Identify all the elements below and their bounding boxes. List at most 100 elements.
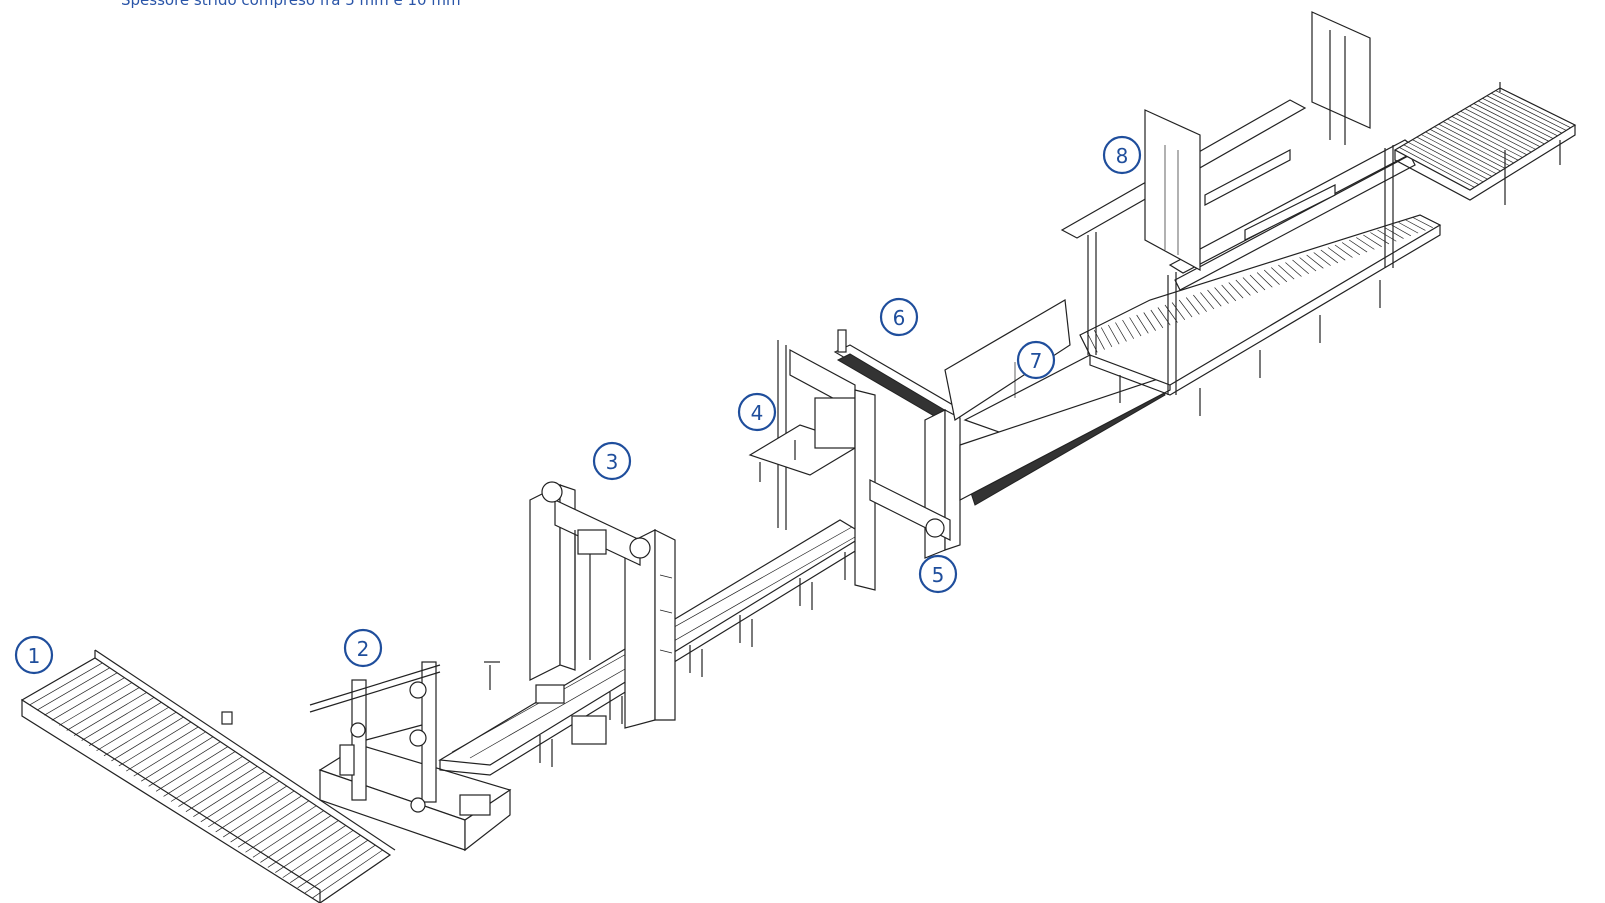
drawing-line [44,672,118,716]
drawing-line [1363,234,1382,247]
drawing-line [88,702,162,746]
drawing-line [1228,282,1244,299]
drawing-line [1100,327,1113,348]
drawing-line [1403,144,1479,185]
drawing-line [1434,126,1510,166]
pick-and-place-gantry [1060,11,1420,395]
svg-text:2: 2 [357,637,370,661]
drawing-line [1491,92,1567,131]
drawing-line [96,706,169,752]
drawing-line [1136,314,1149,334]
drawing-line [170,756,243,802]
drawing-line [1200,292,1215,310]
drawing-line [1143,312,1156,331]
drawing-line [1263,269,1280,285]
drawing-line [1242,277,1258,293]
drawing-line [1477,100,1554,139]
drawing-line [237,800,310,848]
drawing-line [51,677,125,721]
drawing-line [1398,222,1419,234]
drawing-line [1348,239,1368,253]
outfeed-conveyor [1393,82,1577,205]
drawing-line [111,716,184,762]
drawing-line [1122,319,1135,339]
drawing-line [1327,247,1346,261]
drawing-line [1178,299,1193,318]
drawing-line [297,839,369,889]
drawing-line [103,711,177,757]
drawing-line [1416,136,1493,177]
drawing-line [126,726,199,772]
callout-5: 5 [918,554,958,594]
drawing-line [290,835,361,883]
drawing-line [230,795,302,843]
drawing-line [222,790,295,838]
drawing-line [1460,110,1536,150]
drawing-line [1473,103,1549,142]
drawing-line [1356,237,1375,250]
drawing-line [215,785,287,833]
drawing-line [185,766,258,812]
svg-text:6: 6 [893,306,906,330]
drawing-line [1341,242,1360,256]
strapping-unit [309,661,512,852]
drawing-line [319,854,391,903]
main-roller-conveyor [1079,214,1442,416]
drawing-line [208,780,280,828]
drawing-line [178,761,251,807]
drawing-line [1407,141,1484,183]
svg-text:7: 7 [1030,349,1043,373]
drawing-line [1469,105,1545,145]
sloped-table [944,299,1172,506]
callout-6: 6 [879,297,919,337]
drawing-line [1495,90,1571,129]
drawing-line [1482,98,1558,137]
drawing-line [312,849,383,899]
drawing-line [1394,149,1471,191]
drawing-line [304,844,376,894]
drawing-line [1285,262,1302,277]
drawing-line [1306,254,1324,269]
drawing-line [1256,272,1273,288]
callout-3: 3 [592,441,632,481]
drawing-line [59,682,133,726]
drawing-line [1271,267,1288,283]
drawing-line [1313,252,1331,266]
drawing-line [1108,324,1120,345]
drawing-line [1278,264,1295,280]
drawing-line [1419,214,1441,226]
callout-7: 7 [1016,340,1056,380]
drawing-line [1456,113,1532,153]
drawing-line [1391,224,1412,237]
drawing-line [21,657,96,701]
drawing-line [1115,322,1127,342]
drawing-line [1442,121,1519,161]
callout-8: 8 [1102,135,1142,175]
drawing-line [118,721,192,767]
drawing-line [1438,123,1514,164]
drawing-line [1421,134,1497,175]
svg-text:3: 3 [606,450,619,474]
svg-text:8: 8 [1116,144,1129,168]
drawing-line [200,775,273,823]
drawing-line [1299,257,1317,272]
drawing-line [193,770,265,818]
drawing-line [1193,294,1207,312]
drawing-line [275,825,346,873]
drawing-line [1214,287,1229,304]
drawing-line [267,820,339,868]
drawing-line [1486,95,1563,134]
drawing-line [1185,297,1200,315]
drawing-line [1235,279,1251,296]
drawing-line [1464,108,1541,147]
drawing-line [133,731,206,777]
drawing-line [36,667,110,711]
drawing-line [155,746,228,792]
svg-text:1: 1 [28,644,41,668]
drawing-line [1447,118,1523,158]
callout-1: 1 [14,635,54,675]
drawing-line [148,741,221,787]
drawing-line [1499,87,1576,126]
drawing-line [1405,219,1426,231]
